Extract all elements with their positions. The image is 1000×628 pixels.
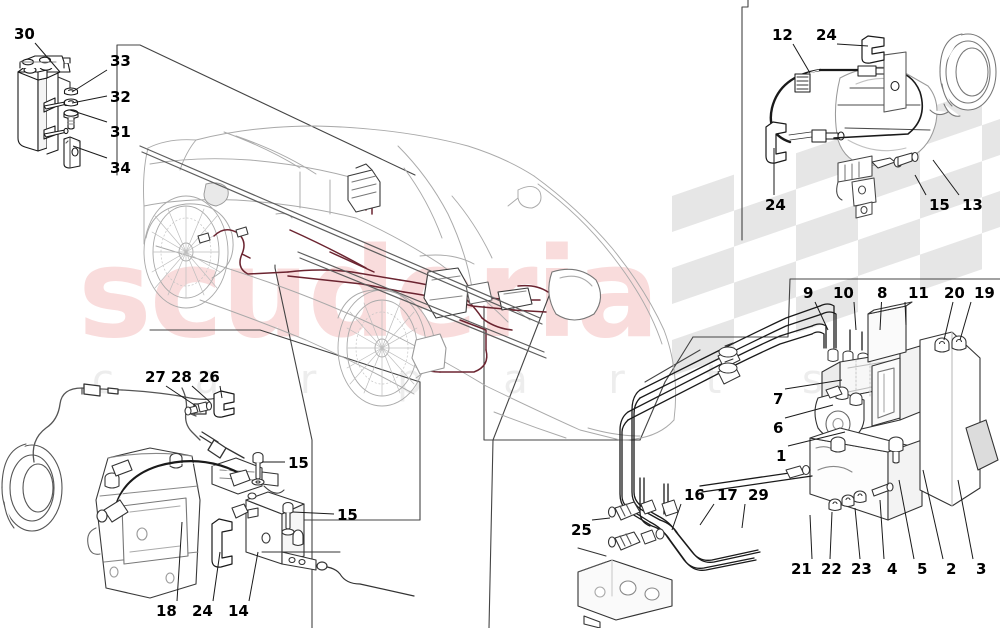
callout-label-34: 34 [110,159,131,177]
callout-label-29: 29 [748,486,769,504]
callout-leader-7 [784,379,843,390]
retaining-clip-34 [63,136,81,169]
callout-label-32: 32 [110,88,131,106]
callout-label-4: 4 [887,560,898,578]
callout-leader-23 [854,507,861,560]
brake-hose-18 [112,460,250,516]
callout-leader-18 [176,521,183,602]
callout-leader-24 [836,43,869,47]
callout-label-18: 18 [156,602,177,620]
retaining-clip-24-lower [211,518,233,568]
callout-leader-29 [741,503,746,529]
callout-label-6: 6 [773,419,784,437]
callout-leader-19 [959,301,972,341]
callout-leader-24 [212,551,221,602]
callout-leader-16 [671,503,682,531]
callout-leader-33 [71,69,108,93]
callout-label-24a: 24 [816,26,837,44]
callout-label-33: 33 [110,52,131,70]
callout-leader-13 [932,159,960,196]
callout-leader-31 [69,109,108,123]
callout-label-28: 28 [171,368,192,386]
callout-leader-32 [71,95,108,104]
callout-leader-3 [957,479,974,560]
callout-label-14: 14 [228,602,249,620]
callout-leader-12 [792,43,811,74]
callout-leader-9 [814,301,829,331]
callout-leader-17 [699,503,715,526]
abs-module-assembly [577,301,999,628]
callout-leader-1 [787,431,846,447]
callout-label-25: 25 [571,521,592,539]
callout-leader-22 [829,511,833,560]
callout-label-19: 19 [974,284,995,302]
callout-label-1: 1 [776,447,787,465]
callout-leader-15 [914,174,927,196]
front-caliper-assembly [1,443,201,599]
callout-leader-2 [922,469,944,560]
callout-label-20: 20 [944,284,965,302]
callout-label-24b: 24 [765,196,786,214]
callout-leader-30 [34,42,61,73]
callout-label-15a: 15 [929,196,950,214]
callout-label-15c: 15 [337,506,358,524]
callout-label-9: 9 [803,284,814,302]
callout-label-5: 5 [917,560,928,578]
callout-leader-14 [248,551,259,602]
callout-leader-20 [943,301,954,341]
callout-label-17: 17 [717,486,738,504]
callout-label-30: 30 [14,25,35,43]
callout-leader-10 [853,301,857,331]
callout-leader-26 [219,385,223,399]
vehicle-body-outline [143,125,677,441]
fasteners-27-28-26 [184,390,235,418]
clutch-hydraulic-panel [765,33,997,219]
callout-label-22: 22 [821,560,842,578]
callout-label-10: 10 [833,284,854,302]
abs-sensor-cable [32,383,227,463]
callout-leader-25 [591,517,611,521]
callout-leader-6 [784,404,834,419]
vehicle-brake-hardware [197,163,602,375]
callout-leader-27 [165,385,197,407]
callout-label-15b: 15 [288,454,309,472]
callout-label-23: 23 [851,560,872,578]
callout-label-16: 16 [684,486,705,504]
callout-leader-8 [879,301,882,331]
panel-divider-lines [116,0,1000,628]
callout-label-2: 2 [946,560,957,578]
callout-label-21: 21 [791,560,812,578]
callout-label-11: 11 [908,284,929,302]
watermark-subtitle-text: c a r p a r t s [92,357,857,403]
callout-leader-4 [879,499,885,560]
callout-label-13: 13 [962,196,983,214]
callout-leader-15 [292,511,335,515]
callout-label-12: 12 [772,26,793,44]
callout-label-8: 8 [877,284,888,302]
callout-label-26: 26 [199,368,220,386]
callout-label-31: 31 [110,123,131,141]
callout-label-3: 3 [976,560,987,578]
callout-leader-21 [809,514,813,560]
callout-leader-28 [191,385,211,403]
callout-leader-5 [898,479,915,560]
callout-label-27: 27 [145,368,166,386]
callout-label-7: 7 [773,390,784,408]
callout-leader-11 [904,301,907,326]
callout-leader-34 [72,145,108,159]
callout-label-24c: 24 [192,602,213,620]
